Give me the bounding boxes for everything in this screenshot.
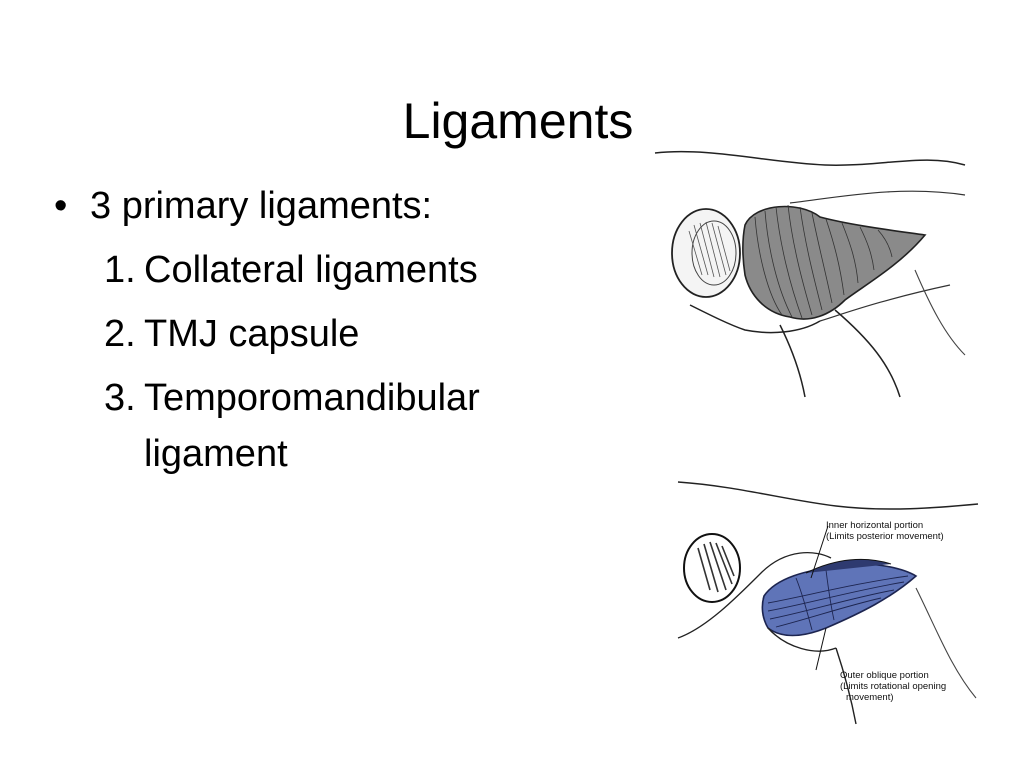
outer-portion-label-line3: movement) [846,692,894,703]
outer-portion-label-line1: Outer oblique portion [840,670,929,681]
bullet-item: • 3 primary ligaments: [54,178,644,234]
list-item: 3. Temporomandibular ligament [104,370,644,482]
list-number: 3. [104,377,136,419]
list-item: 2. TMJ capsule [104,306,644,362]
list-text: TMJ capsule [144,313,360,355]
outer-portion-label-line2: (Limits rotational opening [840,681,947,692]
list-item: 1. Collateral ligaments [104,242,644,298]
list-text: Collateral ligaments [144,249,478,291]
bullet-text: 3 primary ligaments: [90,185,433,227]
slide-title: Ligaments [402,93,634,149]
bullet-dot-icon: • [54,185,68,227]
tmj-capsule-illustration [650,125,970,400]
numbered-list: 1. Collateral ligaments 2. TMJ capsule 3… [104,242,644,482]
bullet-list: • 3 primary ligaments: 1. Collateral lig… [54,178,644,490]
list-text: Temporomandibular ligament [144,377,480,475]
list-number: 1. [104,249,136,291]
inner-portion-label-line2: (Limits posterior movement) [826,531,944,542]
inner-portion-label-line1: Inner horizontal portion [826,520,924,531]
temporomandibular-ligament-illustration: Inner horizontal portion (Limits posteri… [676,478,980,726]
list-number: 2. [104,313,136,355]
